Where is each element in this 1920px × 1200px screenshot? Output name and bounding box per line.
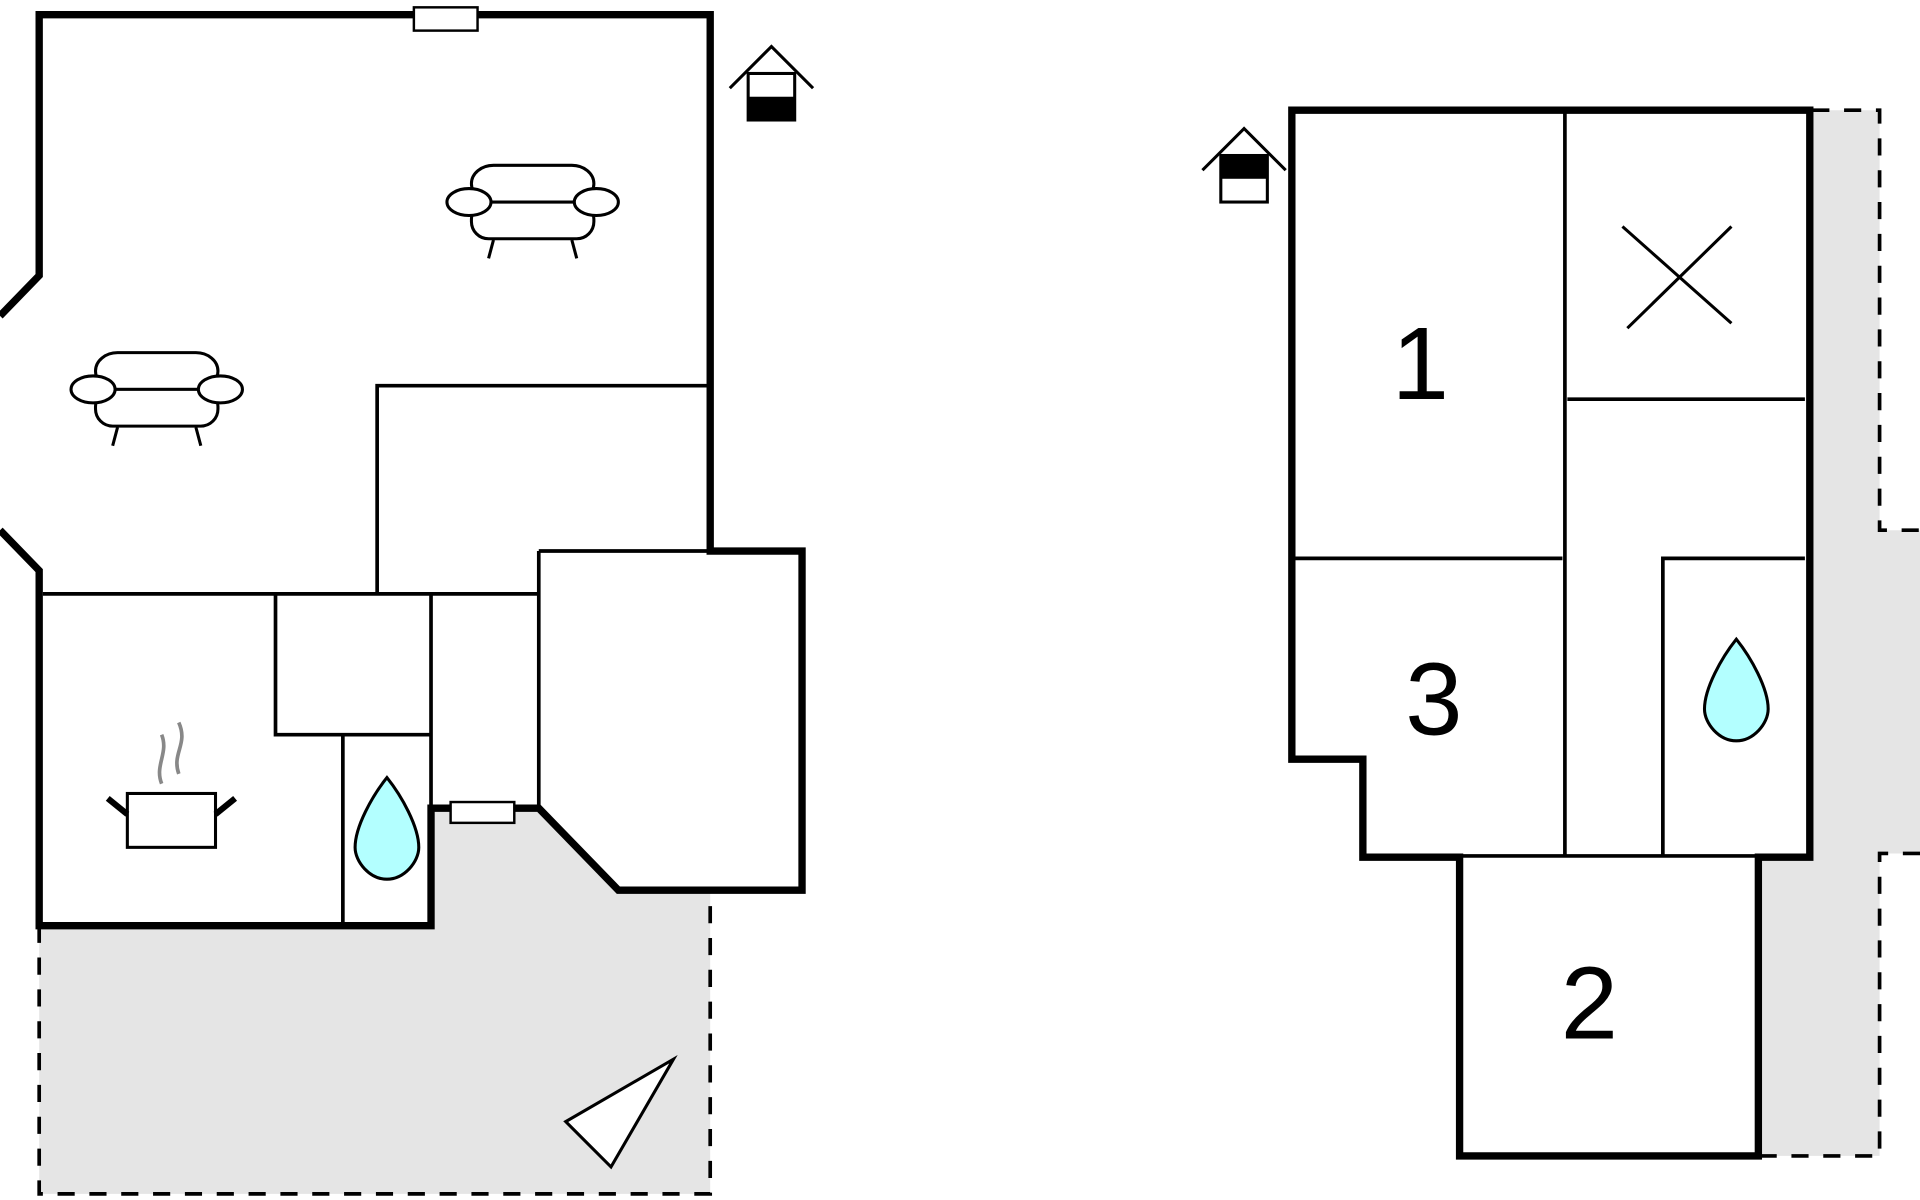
kitchen-pot-icon <box>105 721 238 849</box>
entrance-house-icon <box>1200 127 1288 204</box>
right-floor-plan: 1 2 3 <box>1200 106 1920 1160</box>
terrace-left <box>39 808 711 1194</box>
outer-walls-right <box>1288 106 1814 1160</box>
open-space-cross-icon <box>1621 225 1733 330</box>
room-label-3: 3 <box>1405 642 1462 757</box>
entrance-house-icon <box>728 45 815 122</box>
terrace-border-right <box>1760 851 1920 1158</box>
terrace-border-left <box>37 890 713 1196</box>
bathroom-water-drop-icon <box>1702 637 1770 743</box>
interior-wall <box>273 593 432 737</box>
terrace-border-right <box>1812 108 1920 533</box>
interior-walls <box>375 383 708 594</box>
bathroom-water-drop-icon <box>353 776 421 881</box>
interior-wall <box>1661 556 1805 855</box>
room-label-1: 1 <box>1392 306 1449 421</box>
sofa-icon <box>445 163 620 260</box>
outer-walls-left <box>0 11 806 930</box>
room-label-2: 2 <box>1561 945 1618 1060</box>
terrace-right <box>1760 110 1920 1156</box>
window <box>449 800 516 825</box>
left-floor-plan <box>0 6 815 1196</box>
sofa-icon <box>69 351 244 448</box>
window <box>412 6 479 32</box>
north-arrow-icon <box>563 1054 678 1170</box>
